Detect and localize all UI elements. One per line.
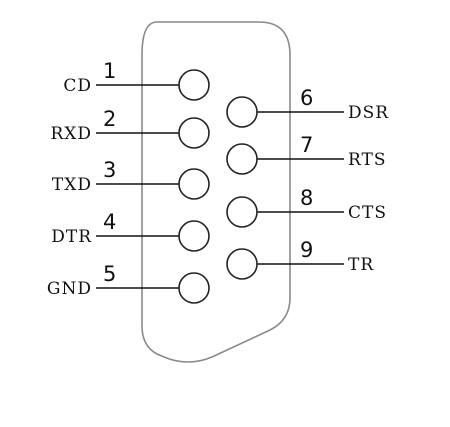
pin-7-number: 7 xyxy=(300,133,313,157)
pin-5-number: 5 xyxy=(103,262,116,286)
pin-2-number: 2 xyxy=(103,107,116,131)
pin-9-signal: TR xyxy=(348,255,374,275)
pin-8-number: 8 xyxy=(300,186,313,210)
pin-2-signal: RXD xyxy=(50,124,92,144)
pin-4-number: 4 xyxy=(103,210,116,234)
pin-1-number: 1 xyxy=(103,59,116,83)
pin-7-contact xyxy=(226,143,258,175)
pin-3-contact xyxy=(178,168,210,200)
pin-6: 6 DSR xyxy=(226,86,389,128)
pin-8-contact xyxy=(226,196,258,228)
pin-1: 1 CD xyxy=(63,59,210,101)
pin-6-contact xyxy=(226,96,258,128)
pin-1-contact xyxy=(178,69,210,101)
pin-9: 9 TR xyxy=(226,238,374,280)
pin-4-signal: DTR xyxy=(51,227,92,247)
pin-8: 8 CTS xyxy=(226,186,387,228)
pin-5-contact xyxy=(178,272,210,304)
pin-8-signal: CTS xyxy=(348,203,387,223)
connector-shell-outline xyxy=(141,21,291,363)
pin-6-signal: DSR xyxy=(348,103,389,123)
pin-9-contact xyxy=(226,248,258,280)
pin-7-signal: RTS xyxy=(348,150,387,170)
pin-2: 2 RXD xyxy=(50,107,210,149)
pin-4: 4 DTR xyxy=(51,210,210,252)
pin-6-number: 6 xyxy=(300,86,313,110)
pin-3-number: 3 xyxy=(103,158,116,182)
pin-7: 7 RTS xyxy=(226,133,387,175)
pin-3-signal: TXD xyxy=(52,175,92,195)
pin-3: 3 TXD xyxy=(52,158,210,200)
pin-4-contact xyxy=(178,220,210,252)
pin-5: 5 GND xyxy=(47,262,210,304)
pin-1-signal: CD xyxy=(63,76,92,96)
pin-9-number: 9 xyxy=(300,238,313,262)
pin-5-signal: GND xyxy=(47,279,92,299)
pin-2-contact xyxy=(178,117,210,149)
